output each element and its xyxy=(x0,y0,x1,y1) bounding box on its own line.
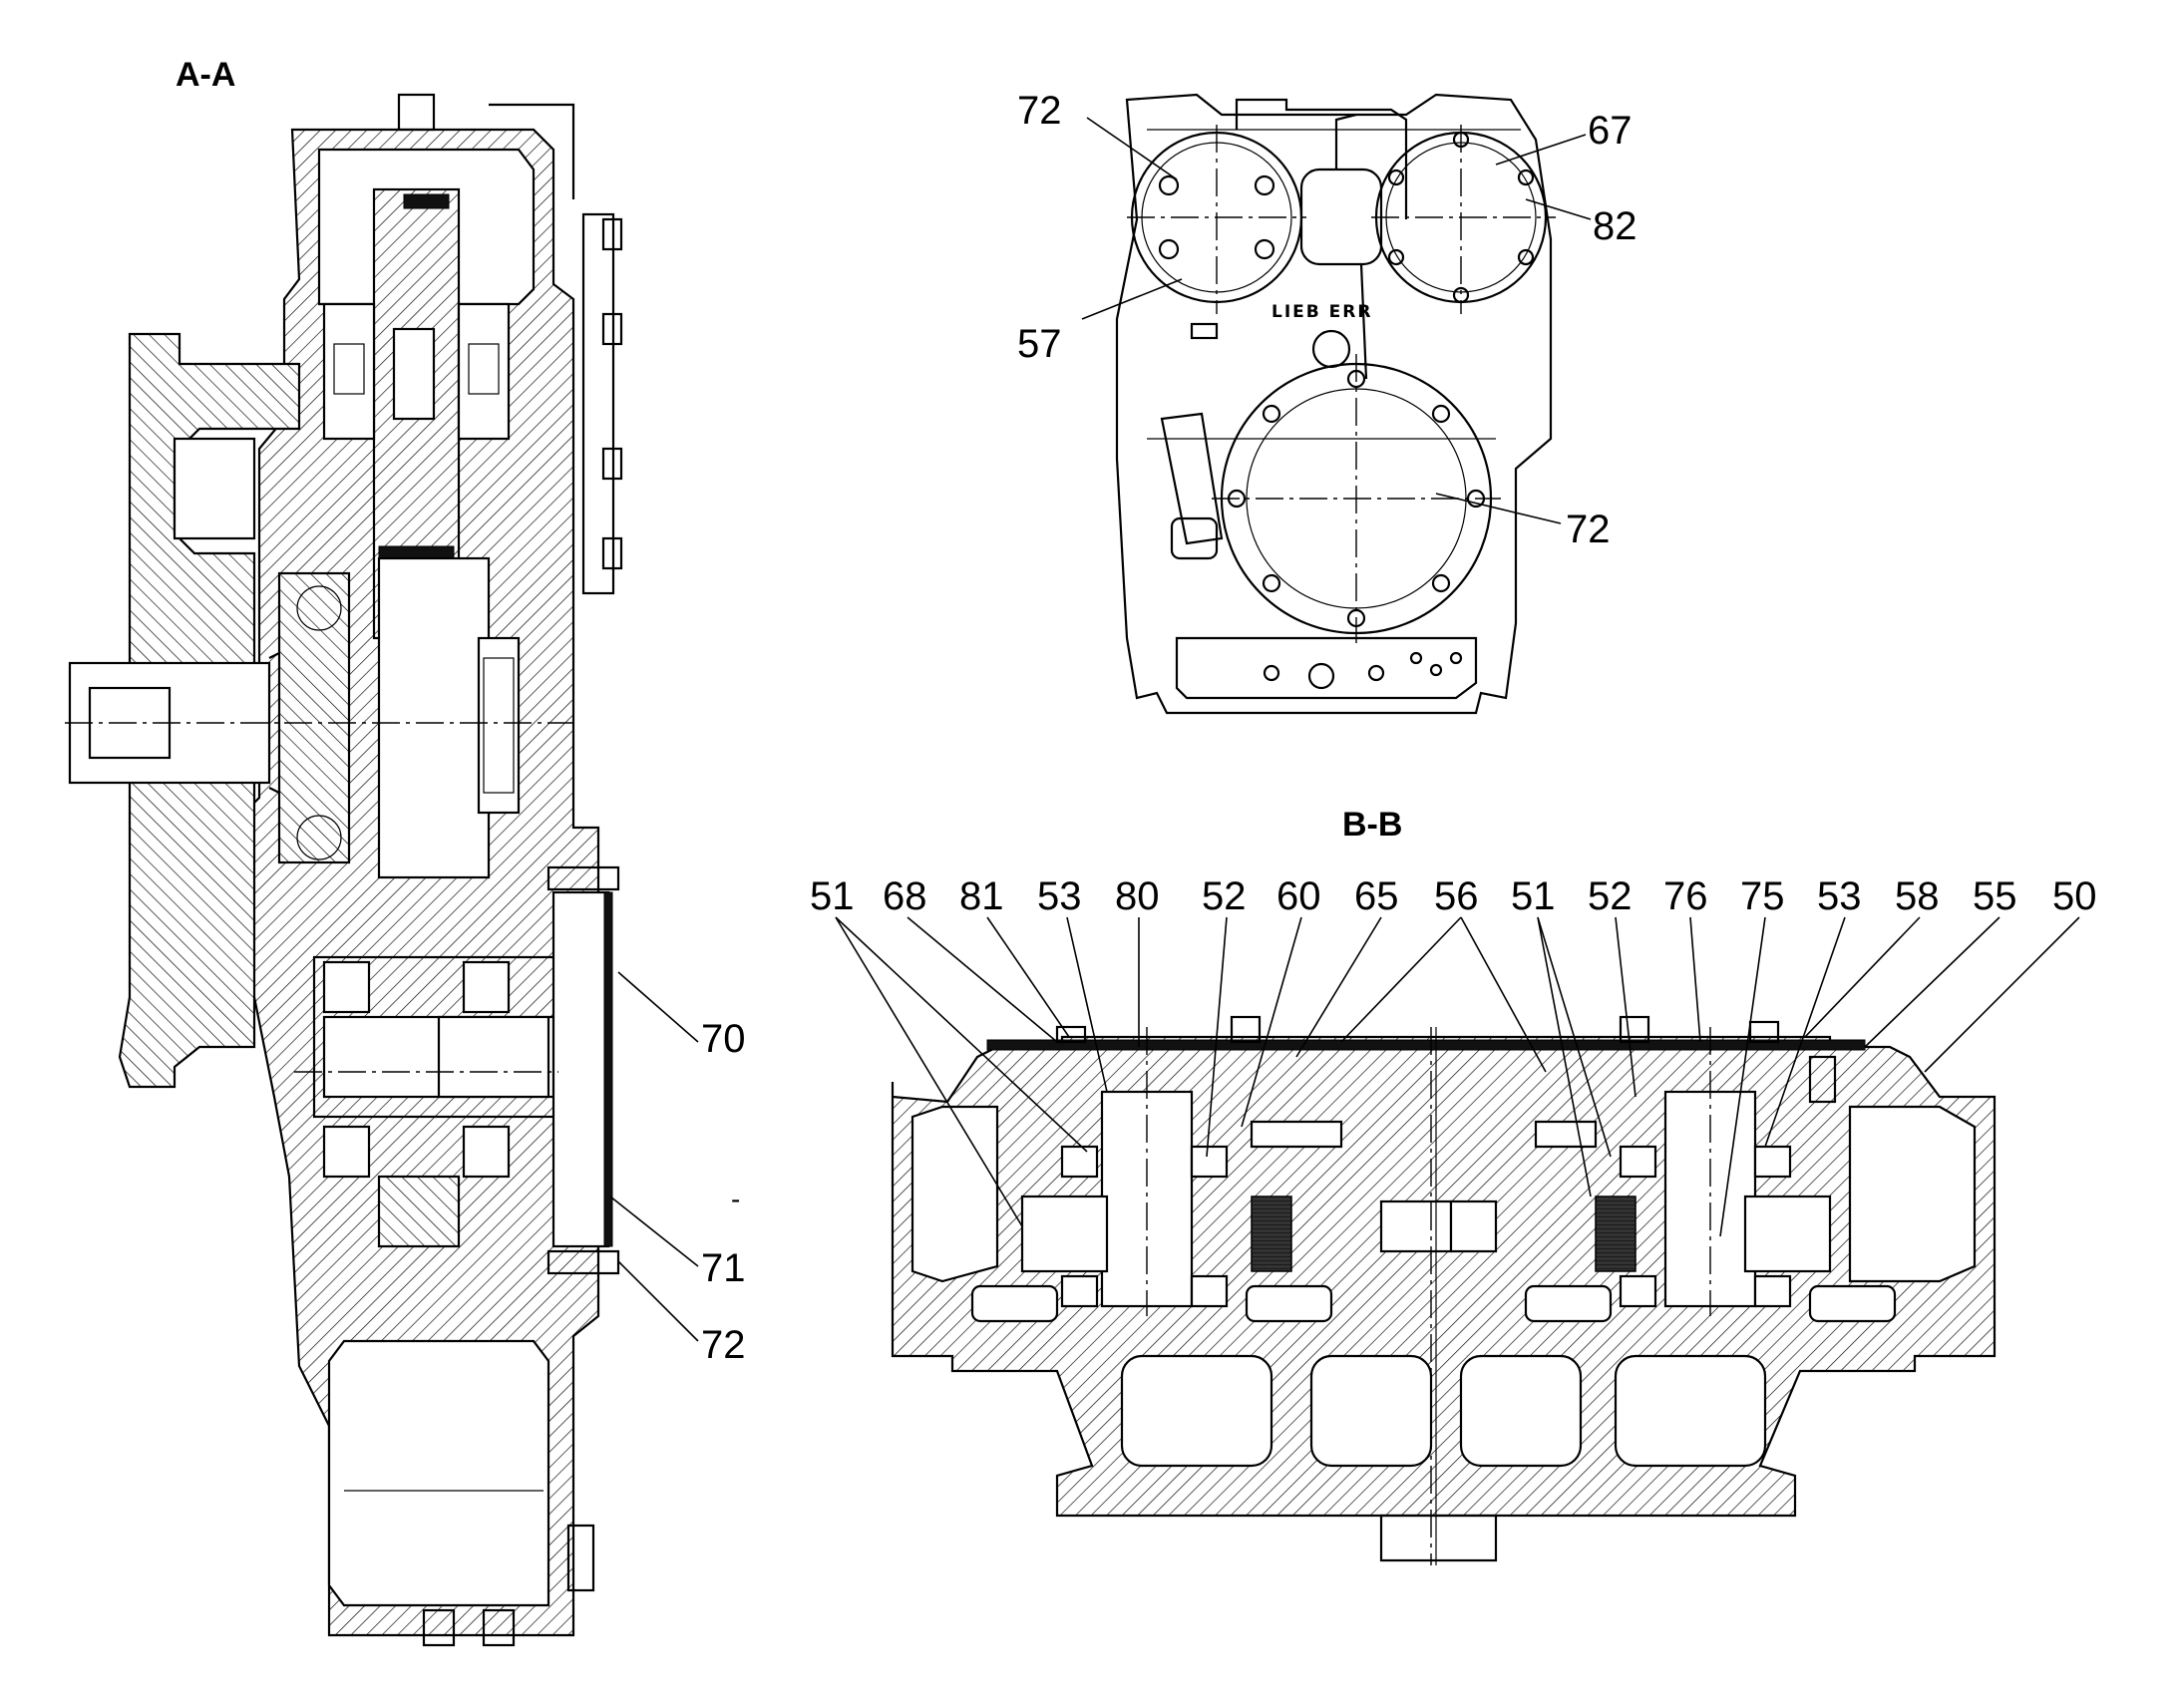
section-aa-view: A-A xyxy=(65,56,746,1647)
callout-53-right: 53 xyxy=(1817,874,1862,918)
bb-top-plate xyxy=(986,1039,1866,1051)
aa-middle-bearings xyxy=(277,571,521,864)
callout-58: 58 xyxy=(1895,874,1940,918)
aa-side-cover-seal xyxy=(603,891,613,1247)
aa-leader-70 xyxy=(617,971,699,1043)
callout-65: 65 xyxy=(1354,874,1399,918)
aa-top-pipe xyxy=(489,103,575,199)
callout-82: 82 xyxy=(1593,204,1637,248)
front-leader-67 xyxy=(1495,134,1587,166)
front-valve-plate xyxy=(1175,636,1478,700)
callout-68: 68 xyxy=(883,874,927,918)
bb-left-cavity xyxy=(910,1105,999,1283)
front-pipe-down xyxy=(1359,263,1368,380)
front-leader-72-top xyxy=(1086,117,1178,180)
aa-housing-outline xyxy=(237,128,600,1637)
bb-left-planet xyxy=(1020,1090,1194,1308)
callout-72-aa: 72 xyxy=(701,1323,746,1367)
callout-76: 76 xyxy=(1663,874,1708,918)
callout-56: 56 xyxy=(1434,874,1479,918)
aa-upper-side-bolts xyxy=(601,217,623,570)
front-left-bracket xyxy=(1160,412,1224,545)
bb-gear-band-left xyxy=(1251,1196,1292,1272)
front-brand-text: LIEB ERR xyxy=(1272,302,1372,322)
callout-80: 80 xyxy=(1115,874,1160,918)
aa-cover-bolt-top xyxy=(546,865,620,891)
aa-side-cover xyxy=(551,890,610,1248)
callout-55: 55 xyxy=(1973,874,2017,918)
callout-57: 57 xyxy=(1017,322,1062,366)
callout-72-front-main: 72 xyxy=(1566,508,1611,551)
aa-top-cap xyxy=(397,93,436,132)
callout-53-left: 53 xyxy=(1037,874,1082,918)
front-pipe-top xyxy=(1235,98,1408,219)
aa-upper-side-plate xyxy=(581,212,615,595)
callout-60: 60 xyxy=(1276,874,1321,918)
front-sight-glass xyxy=(1311,329,1351,369)
aa-lower-shaft-step xyxy=(437,1015,550,1099)
bb-rail-cavities xyxy=(970,1284,1897,1323)
callout-52-right: 52 xyxy=(1588,874,1633,918)
callout-81: 81 xyxy=(959,874,1004,918)
aa-gear-tooth-top xyxy=(403,193,450,209)
front-vent xyxy=(1190,322,1219,340)
front-leader-72-main xyxy=(1435,493,1562,524)
aa-flange-window xyxy=(173,437,256,540)
aa-lower-bearings xyxy=(322,960,511,1179)
callout-67: 67 xyxy=(1588,109,1633,153)
bb-inner-pocket-left xyxy=(1250,1120,1343,1149)
callout-70: 70 xyxy=(701,1017,746,1061)
bb-gear-band-right xyxy=(1595,1196,1636,1272)
front-left-motor-bolts xyxy=(1158,174,1275,260)
bb-leader-lines xyxy=(835,916,2080,1237)
front-pipe-center xyxy=(1334,113,1357,170)
aa-leader-71 xyxy=(609,1196,699,1267)
front-valve-ports xyxy=(1263,651,1463,690)
callout-51-left: 51 xyxy=(810,874,855,918)
bb-center-shaft-step xyxy=(1449,1199,1498,1253)
aa-leader-72 xyxy=(617,1260,699,1342)
front-center-flange xyxy=(1299,168,1383,266)
section-bb-view: B-B xyxy=(810,806,2097,1565)
callout-52-left: 52 xyxy=(1202,874,1247,918)
front-housing-outline xyxy=(1115,93,1553,715)
front-left-block xyxy=(1170,516,1219,560)
bb-housing-outline xyxy=(891,1035,1997,1518)
bb-top-bolts xyxy=(1055,1015,1837,1104)
front-view: LIEB ERR xyxy=(1017,89,1637,715)
callout-51-right: 51 xyxy=(1511,874,1556,918)
callout-75: 75 xyxy=(1740,874,1785,918)
front-leader-57 xyxy=(1081,278,1183,320)
section-aa-title: A-A xyxy=(176,56,235,94)
callout-50: 50 xyxy=(2052,874,2097,918)
bb-inner-pocket-right xyxy=(1534,1120,1598,1149)
aa-upper-bearings xyxy=(322,302,511,441)
callout-72-front-top: 72 xyxy=(1017,89,1062,133)
aa-middle-shaft xyxy=(377,556,491,879)
bb-center-bearings xyxy=(1190,1145,1657,1308)
aa-bottom-plugs xyxy=(422,1524,595,1647)
callout-71: 71 xyxy=(701,1246,746,1290)
bb-bottom-cavities xyxy=(1120,1354,1767,1468)
bb-bottom-stub xyxy=(1379,1514,1498,1562)
aa-lower-gear-web xyxy=(377,1175,461,1248)
bb-right-cavity xyxy=(1848,1105,1977,1283)
section-bb-title: B-B xyxy=(1342,806,1402,844)
aa-lower-cavity xyxy=(327,1339,550,1607)
bb-center-shaft xyxy=(1379,1199,1453,1253)
aa-dash-mark: - xyxy=(731,1184,740,1214)
front-leader-82 xyxy=(1525,198,1592,220)
